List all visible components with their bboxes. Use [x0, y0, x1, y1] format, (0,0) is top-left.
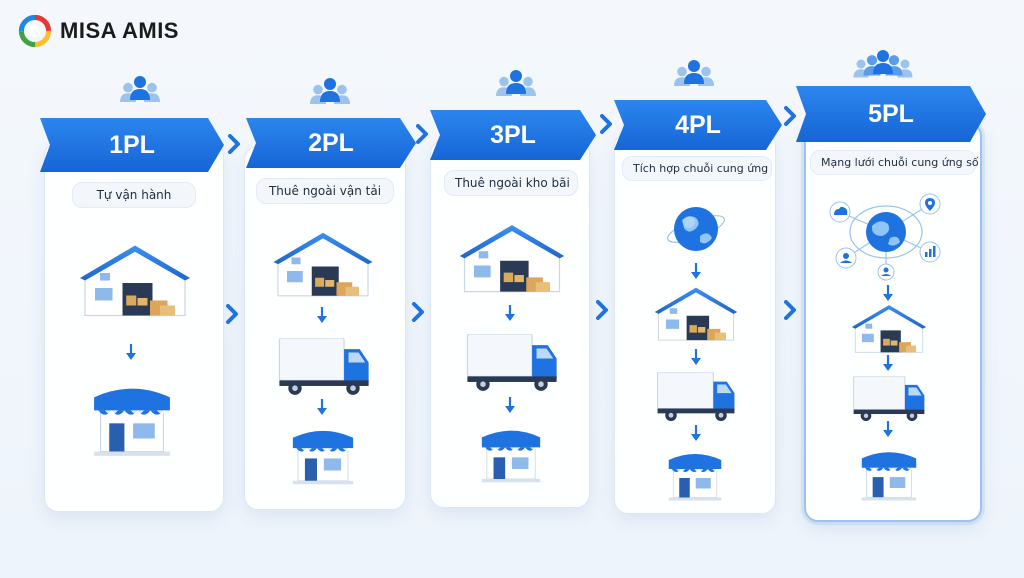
store-icon: [668, 453, 722, 501]
warehouse-icon: [459, 224, 565, 293]
people-icon: [310, 78, 350, 104]
globe-icon: [667, 207, 725, 251]
stage-subtitle-1pl: Tự vận hành: [72, 182, 196, 208]
brand-name: MISA AMIS: [60, 18, 179, 43]
chevron-right-icon: [416, 124, 428, 144]
down-arrow-icon: [124, 343, 138, 362]
down-arrow-icon: [689, 348, 703, 367]
truck-icon: [853, 376, 925, 422]
chevron-right-icon: [228, 134, 240, 154]
truck-icon: [466, 334, 558, 392]
stage-banner-2pl: [246, 118, 416, 168]
stage-subtitle-3pl: Thuê ngoài kho bãi: [444, 170, 578, 196]
brand-logo: MISA AMIS: [18, 14, 179, 48]
down-arrow-icon: [881, 354, 895, 373]
stage-banner-5pl: [796, 86, 986, 142]
misa-logo-icon: [18, 14, 52, 48]
chevron-right-icon: [226, 304, 238, 324]
chevron-right-icon: [600, 114, 612, 134]
stage-subtitle-5pl: Mạng lưới chuỗi cung ứng số: [810, 150, 979, 175]
down-arrow-icon: [315, 398, 329, 417]
down-arrow-icon: [689, 262, 703, 281]
warehouse-icon: [272, 232, 374, 297]
stage-banner-1pl: [40, 118, 224, 172]
people-icon: [674, 60, 714, 86]
people-icon: [496, 70, 536, 96]
store-icon: [481, 430, 541, 483]
stage-label-5pl: 5PL: [868, 99, 914, 128]
chevron-right-icon: [412, 302, 424, 322]
store-icon: [93, 388, 171, 457]
down-arrow-icon: [503, 304, 517, 323]
chevron-right-icon: [784, 106, 796, 126]
stage-banner-3pl: [430, 110, 596, 160]
down-arrow-icon: [689, 424, 703, 443]
digital-network-icon: [829, 193, 941, 281]
chevron-right-icon: [784, 300, 796, 320]
stage-subtitle-4pl: Tích hợp chuỗi cung ứng: [622, 156, 772, 181]
store-icon: [292, 430, 354, 485]
stage-label-2pl: 2PL: [308, 128, 354, 157]
truck-icon: [278, 338, 370, 396]
chevron-right-icon: [596, 300, 608, 320]
people-icon: [853, 50, 913, 78]
stage-subtitle-2pl: Thuê ngoài vận tải: [256, 178, 394, 204]
stage-banner-4pl: [614, 100, 782, 150]
warehouse-icon: [79, 244, 191, 317]
store-icon: [861, 451, 917, 501]
down-arrow-icon: [881, 420, 895, 439]
stage-label-1pl: 1PL: [109, 130, 155, 159]
warehouse-icon: [654, 287, 738, 341]
down-arrow-icon: [503, 396, 517, 415]
stage-label-3pl: 3PL: [490, 120, 536, 149]
people-icon: [120, 76, 160, 102]
truck-icon: [657, 372, 735, 422]
warehouse-icon: [851, 304, 927, 353]
stage-label-4pl: 4PL: [675, 110, 721, 139]
down-arrow-icon: [315, 306, 329, 325]
